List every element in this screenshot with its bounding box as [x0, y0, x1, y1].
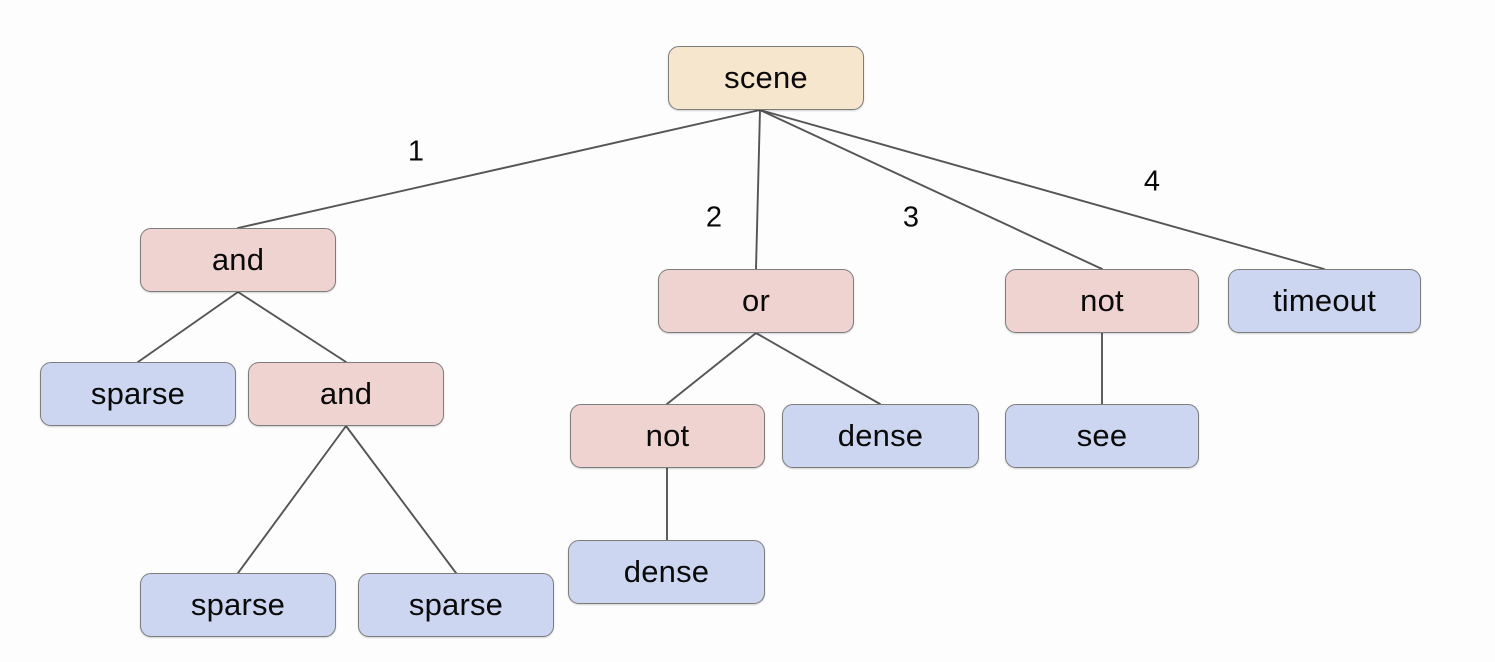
- tree-node-dense2[interactable]: dense: [568, 540, 765, 604]
- tree-node-label: timeout: [1272, 282, 1377, 318]
- tree-node-label: not: [645, 417, 690, 453]
- tree-edge-scene-and1: [237, 109, 761, 229]
- tree-node-timeout1[interactable]: timeout: [1228, 269, 1421, 333]
- tree-node-and1[interactable]: and: [140, 228, 336, 292]
- tree-edge-or1-dense1: [755, 332, 881, 405]
- tree-node-scene[interactable]: scene: [668, 46, 864, 110]
- edge-label-2: 2: [705, 201, 723, 234]
- tree-edge-and1-and2: [237, 291, 347, 363]
- tree-edge-and2-sparse3: [345, 425, 457, 574]
- tree-edge-scene-not1: [759, 109, 1103, 270]
- tree-node-sparse2[interactable]: sparse: [140, 573, 336, 637]
- edge-label-1: 1: [407, 135, 425, 168]
- tree-node-dense1[interactable]: dense: [782, 404, 979, 468]
- tree-node-see1[interactable]: see: [1005, 404, 1199, 468]
- tree-edge-and2-sparse2: [237, 425, 347, 574]
- tree-node-label: or: [742, 282, 770, 318]
- tree-node-label: dense: [837, 417, 924, 453]
- tree-node-label: sparse: [190, 586, 286, 622]
- tree-edge-scene-timeout1: [759, 109, 1325, 270]
- tree-node-label: sparse: [90, 375, 186, 411]
- tree-node-label: not: [1080, 282, 1124, 318]
- tree-node-label: sparse: [408, 586, 504, 622]
- tree-node-or1[interactable]: or: [658, 269, 854, 333]
- tree-node-label: and: [319, 375, 373, 411]
- tree-node-sparse1[interactable]: sparse: [40, 362, 236, 426]
- edge-label-3: 3: [902, 201, 920, 234]
- edge-label-4: 4: [1143, 165, 1161, 198]
- tree-node-label: and: [211, 241, 265, 277]
- tree-node-label: scene: [724, 59, 808, 95]
- tree-node-not1[interactable]: not: [1005, 269, 1199, 333]
- tree-edge-or1-not2: [666, 332, 757, 405]
- tree-edge-scene-or1: [755, 109, 761, 270]
- tree-node-label: see: [1076, 417, 1128, 453]
- tree-node-and2[interactable]: and: [248, 362, 444, 426]
- tree-node-not2[interactable]: not: [570, 404, 765, 468]
- tree-node-sparse3[interactable]: sparse: [358, 573, 554, 637]
- tree-node-label: dense: [623, 553, 710, 589]
- tree-edge-and1-sparse1: [137, 291, 239, 363]
